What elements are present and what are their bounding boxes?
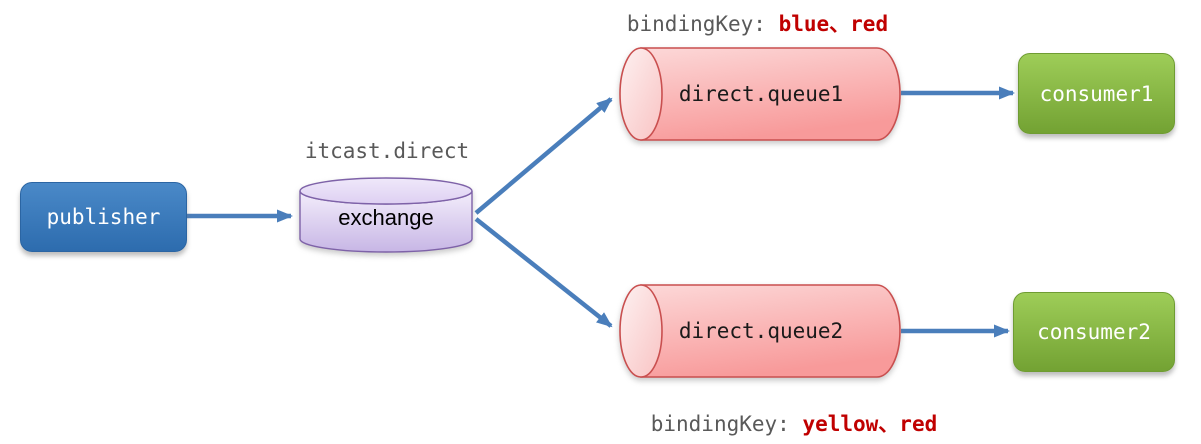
consumer1-label: consumer1 bbox=[1039, 81, 1154, 106]
queue2-binding-annotation: bindingKey: yellow、red bbox=[638, 408, 950, 438]
queue2-cylinder-body bbox=[640, 284, 901, 378]
queue1-binding-annotation: bindingKey: blue、red bbox=[615, 8, 900, 38]
consumer1-node: consumer1 bbox=[1018, 53, 1175, 134]
exchange-name-label: itcast.direct bbox=[304, 139, 470, 163]
queue1-binding-keys: blue、red bbox=[778, 12, 889, 36]
queue2-binding-keys: yellow、red bbox=[802, 412, 938, 436]
queue2-cylinder-cap bbox=[619, 284, 663, 378]
publisher-node: publisher bbox=[20, 182, 187, 252]
exchange-label: exchange bbox=[338, 205, 434, 230]
arrow-exchange-to-queue1 bbox=[474, 97, 613, 215]
exchange-cylinder bbox=[299, 177, 473, 253]
queue1-cylinder-body bbox=[640, 47, 901, 141]
queue2-binding-prefix: bindingKey: bbox=[650, 412, 803, 436]
consumer2-node: consumer2 bbox=[1013, 292, 1175, 372]
queue1-cylinder bbox=[619, 47, 901, 141]
publisher-label: publisher bbox=[46, 205, 161, 229]
exchange-cylinder-top bbox=[299, 177, 473, 205]
consumer2-label: consumer2 bbox=[1037, 320, 1151, 344]
queue1-label: direct.queue1 bbox=[678, 82, 844, 106]
queue1-cylinder-cap bbox=[619, 47, 663, 141]
queue1-binding-prefix: bindingKey: bbox=[626, 12, 779, 36]
arrow-exchange-to-queue2 bbox=[474, 217, 613, 328]
queue2-label: direct.queue2 bbox=[678, 319, 844, 343]
queue2-cylinder bbox=[619, 284, 901, 378]
